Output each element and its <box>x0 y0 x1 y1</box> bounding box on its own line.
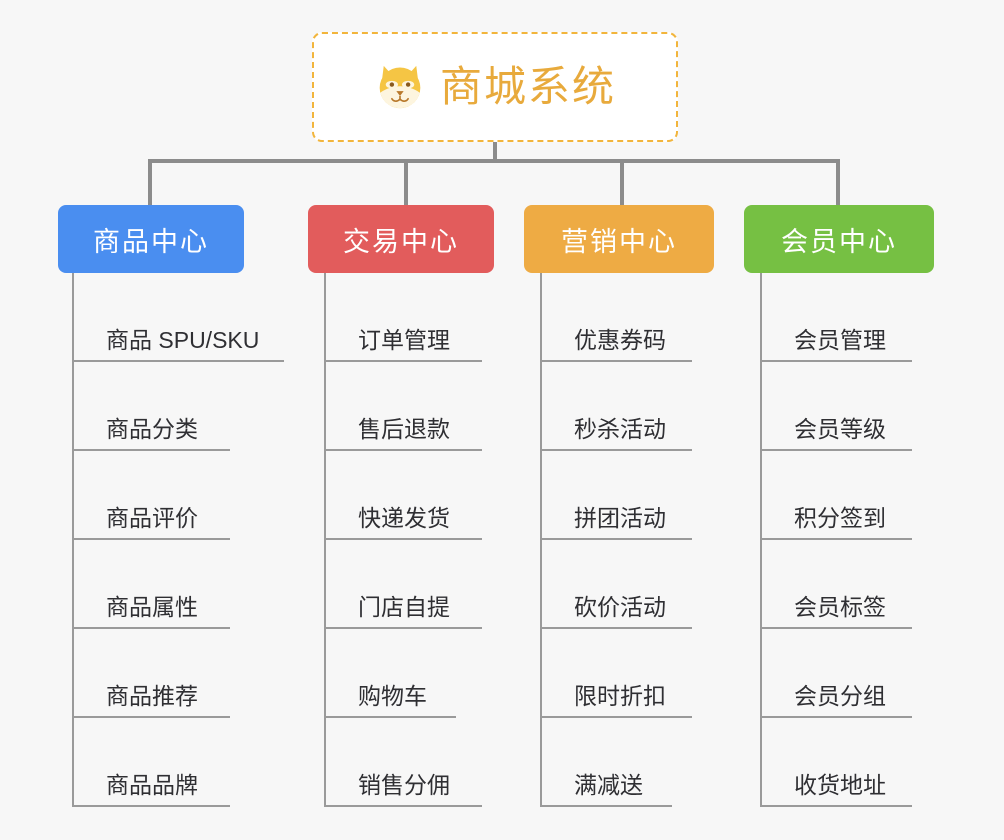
list-item-underline <box>326 716 456 718</box>
list-item-underline <box>326 449 482 451</box>
list-item[interactable]: 会员管理 <box>762 273 934 362</box>
list-item[interactable]: 拼团活动 <box>542 451 714 540</box>
category-header-member-center[interactable]: 会员中心 <box>744 205 934 273</box>
list-item[interactable]: 销售分佣 <box>326 718 494 807</box>
connector-drop-1 <box>148 159 152 207</box>
list-item[interactable]: 优惠券码 <box>542 273 714 362</box>
list-item[interactable]: 砍价活动 <box>542 540 714 629</box>
connector-drop-2 <box>404 159 408 207</box>
list-item-underline <box>762 538 912 540</box>
list-item-underline <box>762 627 912 629</box>
list-item[interactable]: 会员标签 <box>762 540 934 629</box>
column-member-center: 会员中心 会员管理 会员等级 积分签到 会员标签 会员分组 <box>744 205 934 807</box>
leaf-list-marketing-center: 优惠券码 秒杀活动 拼团活动 砍价活动 限时折扣 满减送 <box>540 273 714 807</box>
list-item-label: 商品分类 <box>106 415 198 442</box>
list-item-underline <box>326 805 482 807</box>
list-item-label: 砍价活动 <box>574 593 666 620</box>
root-node[interactable]: 商城系统 <box>312 32 678 142</box>
list-item[interactable]: 秒杀活动 <box>542 362 714 451</box>
category-header-label: 商品中心 <box>93 226 209 257</box>
connector-drop-4 <box>836 159 840 207</box>
column-trade-center: 交易中心 订单管理 售后退款 快递发货 门店自提 购物车 <box>308 205 494 807</box>
list-item-underline <box>326 627 482 629</box>
list-item-label: 会员标签 <box>794 593 886 620</box>
list-item-underline <box>74 360 284 362</box>
leaf-list-member-center: 会员管理 会员等级 积分签到 会员标签 会员分组 收货地址 <box>760 273 934 807</box>
connector-horizontal-bus <box>148 159 838 163</box>
list-item-underline <box>74 627 230 629</box>
list-item-label: 商品属性 <box>106 593 198 620</box>
list-item[interactable]: 购物车 <box>326 629 494 718</box>
list-item[interactable]: 商品属性 <box>74 540 244 629</box>
list-item-label: 商品品牌 <box>106 771 198 798</box>
list-item-label: 商品推荐 <box>106 682 198 709</box>
list-item-underline <box>542 538 692 540</box>
list-item[interactable]: 门店自提 <box>326 540 494 629</box>
list-item[interactable]: 会员等级 <box>762 362 934 451</box>
list-item-label: 会员分组 <box>794 682 886 709</box>
leaf-list-trade-center: 订单管理 售后退款 快递发货 门店自提 购物车 销售分佣 <box>324 273 494 807</box>
list-item-label: 商品评价 <box>106 504 198 531</box>
list-item-underline <box>74 538 230 540</box>
list-item-label: 售后退款 <box>358 415 450 442</box>
list-item[interactable]: 满减送 <box>542 718 714 807</box>
list-item-underline <box>542 805 672 807</box>
list-item-label: 优惠券码 <box>574 326 666 353</box>
list-item-underline <box>542 716 692 718</box>
list-item-underline <box>762 716 912 718</box>
list-item-label: 会员等级 <box>794 415 886 442</box>
list-item-label: 会员管理 <box>794 326 886 353</box>
list-item-label: 订单管理 <box>358 326 450 353</box>
shiba-dog-emoji <box>379 65 421 109</box>
category-header-label: 营销中心 <box>561 226 677 257</box>
list-item-label: 秒杀活动 <box>574 415 666 442</box>
list-item-label: 收货地址 <box>794 771 886 798</box>
list-item[interactable]: 商品推荐 <box>74 629 244 718</box>
column-product-center: 商品中心 商品 SPU/SKU 商品分类 商品评价 商品属性 商品推荐 <box>58 205 284 807</box>
list-item-label: 满减送 <box>574 771 643 798</box>
list-item-label: 门店自提 <box>358 593 450 620</box>
root-title: 商城系统 <box>439 63 616 110</box>
list-item[interactable]: 商品 SPU/SKU <box>74 273 284 362</box>
column-marketing-center: 营销中心 优惠券码 秒杀活动 拼团活动 砍价活动 限时折扣 <box>524 205 714 807</box>
list-item-label: 销售分佣 <box>358 771 450 798</box>
list-item[interactable]: 商品分类 <box>74 362 244 451</box>
category-header-label: 会员中心 <box>781 226 897 257</box>
list-item-label: 快递发货 <box>358 504 450 531</box>
list-item-underline <box>542 627 692 629</box>
list-item[interactable]: 限时折扣 <box>542 629 714 718</box>
list-item-underline <box>74 449 230 451</box>
list-item-underline <box>762 360 912 362</box>
list-item[interactable]: 积分签到 <box>762 451 934 540</box>
leaf-list-product-center: 商品 SPU/SKU 商品分类 商品评价 商品属性 商品推荐 商品品牌 <box>72 273 284 807</box>
list-item-underline <box>74 805 230 807</box>
list-item[interactable]: 商品品牌 <box>74 718 244 807</box>
list-item-underline <box>762 805 912 807</box>
category-header-trade-center[interactable]: 交易中心 <box>308 205 494 273</box>
list-item-underline <box>542 449 692 451</box>
list-item-underline <box>326 538 482 540</box>
list-item-label: 积分签到 <box>794 504 886 531</box>
list-item-underline <box>326 360 482 362</box>
category-header-label: 交易中心 <box>343 226 459 257</box>
list-item[interactable]: 会员分组 <box>762 629 934 718</box>
list-item-label: 购物车 <box>358 682 427 709</box>
category-header-marketing-center[interactable]: 营销中心 <box>524 205 714 273</box>
list-item[interactable]: 收货地址 <box>762 718 934 807</box>
connector-drop-3 <box>620 159 624 207</box>
category-header-product-center[interactable]: 商品中心 <box>58 205 244 273</box>
list-item[interactable]: 售后退款 <box>326 362 494 451</box>
list-item[interactable]: 商品评价 <box>74 451 244 540</box>
list-item-underline <box>74 716 230 718</box>
list-item-underline <box>542 360 692 362</box>
list-item-underline <box>762 449 912 451</box>
list-item[interactable]: 订单管理 <box>326 273 494 362</box>
list-item[interactable]: 快递发货 <box>326 451 494 540</box>
connector-root-stem <box>493 142 497 162</box>
list-item-label: 限时折扣 <box>574 682 666 709</box>
list-item-label: 商品 SPU/SKU <box>106 326 260 353</box>
list-item-label: 拼团活动 <box>574 504 666 531</box>
